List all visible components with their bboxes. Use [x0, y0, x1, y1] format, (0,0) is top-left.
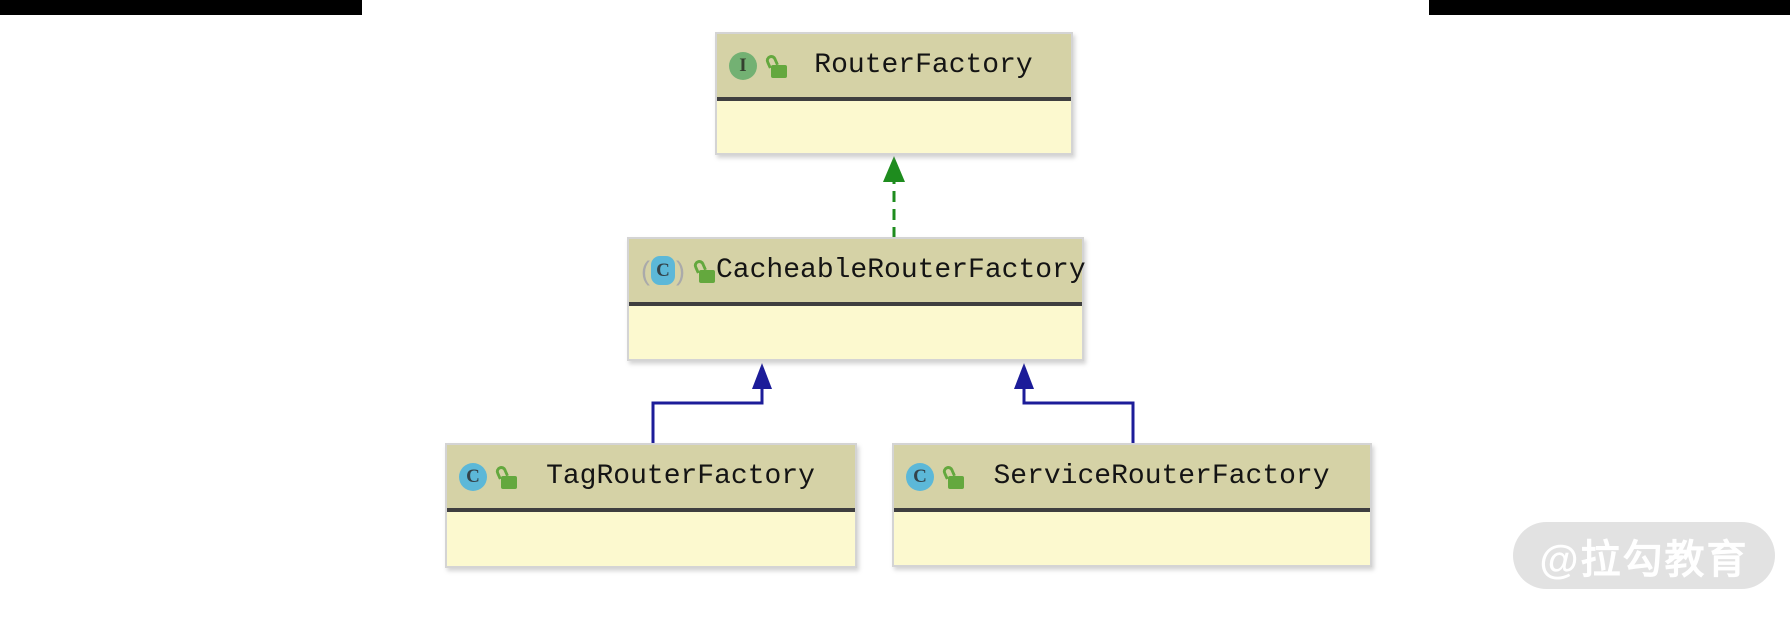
unlocked-padlock-icon [764, 52, 788, 78]
class-name: CacheableRouterFactory [716, 255, 1086, 286]
class-header: I RouterFactory [717, 34, 1071, 101]
class-node-cacheablerouterfactory[interactable]: ( C ) CacheableRouterFactory [627, 237, 1086, 361]
class-name: TagRouterFactory [546, 461, 815, 492]
watermark-badge: @拉勾教育 [1513, 522, 1775, 589]
class-node-tagrouterfactory[interactable]: C TagRouterFactory [445, 443, 857, 568]
class-header: C TagRouterFactory [447, 445, 855, 512]
extends-arrow-tag-to-cacheable [651, 363, 772, 444]
class-icon: C [459, 462, 487, 491]
letterbox-bar-right [1429, 0, 1790, 15]
unlocked-padlock-icon [494, 463, 518, 489]
unlocked-padlock-icon [692, 257, 716, 283]
implements-arrow-cacheable-to-routerfactory [883, 156, 905, 238]
class-header: ( C ) CacheableRouterFactory [629, 239, 1086, 306]
unlocked-padlock-icon [941, 463, 965, 489]
class-name: RouterFactory [814, 50, 1033, 81]
extends-arrow-service-to-cacheable [1014, 363, 1135, 444]
abstract-class-icon: ( C ) [641, 255, 685, 286]
interface-icon: I [729, 51, 757, 80]
class-icon: C [906, 462, 934, 491]
class-header: C ServiceRouterFactory [894, 445, 1370, 512]
class-name: ServiceRouterFactory [993, 461, 1330, 492]
class-node-servicerouterfactory[interactable]: C ServiceRouterFactory [892, 443, 1372, 567]
class-node-routerfactory[interactable]: I RouterFactory [715, 32, 1073, 155]
letterbox-bar-left [0, 0, 362, 15]
